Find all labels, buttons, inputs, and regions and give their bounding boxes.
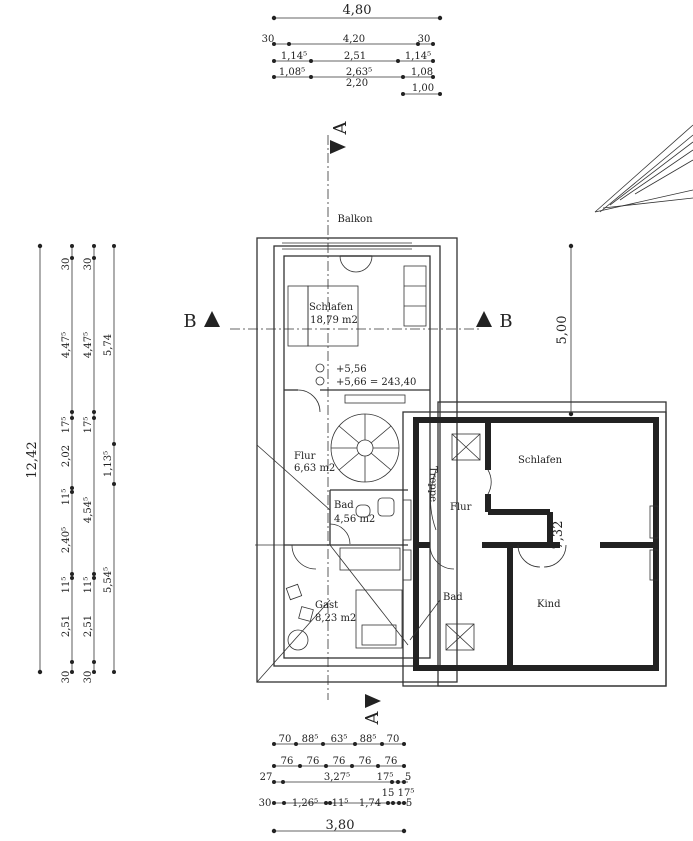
level-marker-1: +5,56 [336, 364, 367, 375]
room-bad-main: Bad [334, 500, 354, 511]
dim-left-c3: 5,54⁵ [103, 567, 114, 593]
dim-left-a4: 2,02 [61, 445, 72, 467]
room-flur-main: Flur [294, 451, 316, 462]
dim-top-r2-b: 2,51 [344, 51, 366, 62]
room-bad-right: Bad [443, 592, 463, 603]
room-gast: Gast [315, 600, 338, 611]
dim-bot-r2-b: 76 [307, 756, 320, 767]
dim-bot-r4-a: 30 [259, 798, 272, 809]
top-dimension-chains: 4,80 30 4,20 30 1,14⁵ 2,51 1,14⁵ 1,08⁵ 2… [262, 3, 443, 96]
dim-left-a2: 4,47⁵ [61, 332, 72, 358]
room-labels: Balkon Schlafen 18,79 m2 +5,56 +5,66 = 2… [294, 214, 566, 624]
dim-bot-r3-b: 3,27⁵ [324, 772, 350, 783]
section-a-top-label: A [330, 121, 351, 136]
room-schlafen-main: Schlafen [309, 302, 354, 313]
dim-top-r1-a: 30 [262, 34, 275, 45]
dim-bot-r4-f: 17⁵ [398, 788, 415, 799]
dim-bot-r4-e: 15 [382, 788, 395, 799]
room-bad-main-area: 4,56 m2 [334, 514, 375, 525]
dim-bot-r1-e: 70 [387, 734, 400, 745]
dim-bot-r1-c: 63⁵ [331, 734, 348, 745]
dim-left-b1: 30 [83, 258, 94, 271]
dim-left-b6: 2,51 [83, 615, 94, 637]
dim-bot-r2-a: 76 [281, 756, 294, 767]
dim-bot-r4-g: 5 [406, 798, 412, 809]
dim-bot-r3-a: 27 [260, 772, 273, 783]
dim-top-r2-c: 1,14⁵ [405, 51, 431, 62]
dim-top-r3-a: 1,08⁵ [279, 67, 305, 78]
dim-left-b3: 17⁵ [83, 417, 94, 434]
dim-bot-r1-d: 88⁵ [360, 734, 377, 745]
dim-bot-r2-c: 76 [333, 756, 346, 767]
dim-right-room: 7,32 [551, 521, 566, 550]
room-kind: Kind [537, 599, 561, 610]
section-b-left-arrow-icon [204, 311, 220, 327]
dim-bot-r4-c: 11⁵ [332, 798, 349, 809]
dim-bot-r1-a: 70 [279, 734, 292, 745]
room-schlafen-right: Schlafen [518, 455, 563, 466]
dim-right-height: 5,00 [555, 316, 570, 345]
dim-left-b7: 30 [83, 671, 94, 684]
dim-bot-r1-b: 88⁵ [302, 734, 319, 745]
dim-left-c2: 1,13⁵ [103, 451, 114, 477]
dim-top-r4-b: 1,00 [412, 83, 434, 94]
section-a-top-arrow-icon [330, 140, 346, 154]
dim-top-r4-a: 2,20 [346, 78, 368, 89]
dim-left-b2: 4,47⁵ [83, 332, 94, 358]
dim-top-overall: 4,80 [343, 3, 372, 18]
dim-top-r1-b: 4,20 [343, 34, 365, 45]
section-a-bottom-label: A [362, 711, 383, 726]
dim-left-b4: 4,54⁵ [83, 497, 94, 523]
dim-bot-r3-d: 5 [405, 772, 411, 783]
dim-bot-r2-d: 76 [359, 756, 372, 767]
dim-left-a5: 11⁵ [61, 489, 72, 506]
room-flur-main-area: 6,63 m2 [294, 463, 335, 474]
dim-left-overall: 12,42 [25, 441, 40, 478]
dim-top-r3-b: 2,63⁵ [346, 67, 372, 78]
room-gast-area: 8,23 m2 [315, 613, 356, 624]
room-balkon: Balkon [337, 214, 373, 225]
dim-left-b5: 11⁵ [83, 577, 94, 594]
room-treppe: Treppe [427, 466, 438, 502]
section-b-right-arrow-icon [476, 311, 492, 327]
dim-left-a1: 30 [61, 258, 72, 271]
room-flur-right: Flur [450, 502, 472, 513]
left-dimension-chains: 12,42 30 4,47⁵ 17⁵ 2,02 11⁵ 2,40⁵ 11⁵ 2,… [25, 243, 116, 684]
level-marker-2: +5,66 = 243,40 [336, 377, 416, 388]
section-a-bottom-arrow-icon [365, 694, 381, 708]
dim-left-a3: 17⁵ [61, 417, 72, 434]
dim-left-a6: 2,40⁵ [61, 527, 72, 553]
dim-left-a7: 11⁵ [61, 577, 72, 594]
dim-bot-r4-d: 1,74 [359, 798, 381, 809]
room-schlafen-main-area: 18,79 m2 [310, 315, 358, 326]
dim-left-a8: 2,51 [61, 615, 72, 637]
section-b-right-label: B [499, 311, 512, 332]
dim-bot-r3-c: 17⁵ [377, 772, 394, 783]
dim-left-c1: 5,74 [103, 334, 114, 356]
dim-top-r3-c: 1,08 [411, 67, 433, 78]
left-wing-walls [255, 237, 458, 683]
dim-bottom-overall: 3,80 [326, 818, 355, 833]
dim-bot-r2-e: 76 [385, 756, 398, 767]
section-lines: A A B B [183, 121, 512, 726]
right-wing-walls [402, 401, 667, 687]
bottom-dimension-chains: 70 88⁵ 63⁵ 88⁵ 70 76 76 76 76 76 27 3,27… [259, 734, 415, 834]
dim-bot-r4-b: 1,26⁵ [292, 798, 318, 809]
right-dimension: 5,00 [555, 243, 574, 417]
dim-left-a9: 30 [61, 671, 72, 684]
dim-top-r2-a: 1,14⁵ [281, 51, 307, 62]
section-b-left-label: B [183, 311, 196, 332]
dim-top-r1-c: 30 [418, 34, 431, 45]
roof-hatch-detail [594, 124, 693, 213]
